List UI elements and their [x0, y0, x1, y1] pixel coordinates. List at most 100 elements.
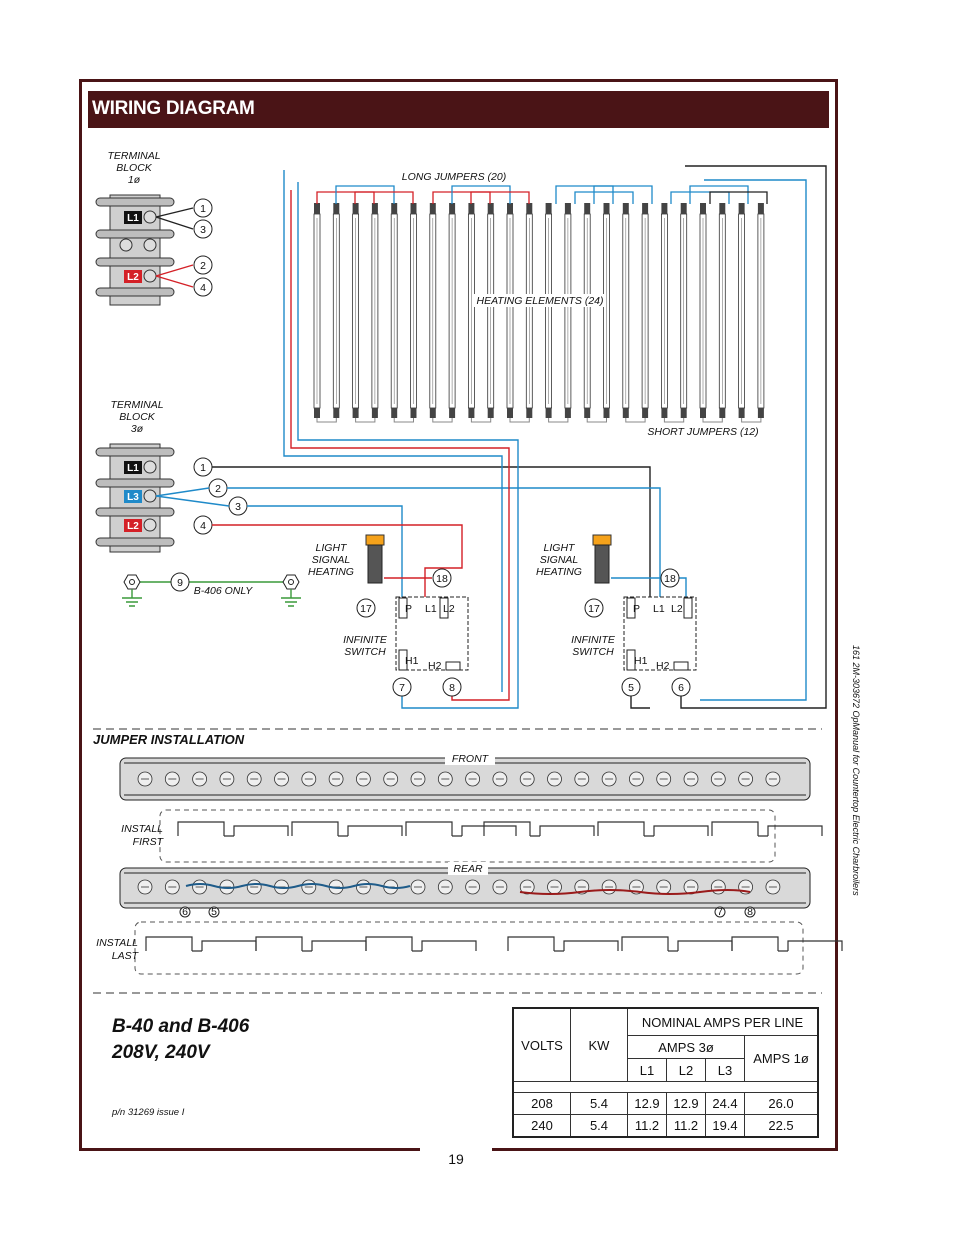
- cell-r1-l1: 11.2: [627, 1114, 667, 1138]
- tb1-num-1: 1: [200, 203, 206, 215]
- th-amps3: AMPS 3ø: [627, 1035, 745, 1059]
- heating-element: [564, 203, 572, 418]
- sw-right-17: 17: [588, 603, 600, 615]
- left-switch-group: LIGHT SIGNAL HEATING P L1 L2 H1 H2 18 17…: [308, 534, 469, 697]
- install-first-box: INSTALL FIRST: [121, 809, 823, 863]
- sw-right-6: 6: [678, 682, 684, 694]
- cell-r1-volts: 240: [512, 1114, 571, 1138]
- title-bar: WIRING DIAGRAM: [88, 91, 829, 128]
- sw-right-P: P: [633, 603, 640, 615]
- sw-right-5: 5: [628, 682, 634, 694]
- heating-element: [603, 203, 610, 418]
- heating-element: [410, 203, 417, 418]
- heating-element: [371, 203, 379, 418]
- heating-element: [661, 203, 668, 418]
- heating-element: [757, 203, 765, 418]
- part-number: p/n 31269 issue I: [112, 1107, 185, 1118]
- ls-right-2: SIGNAL: [540, 554, 579, 566]
- heating-element: [390, 203, 398, 418]
- cell-r0-volts: 208: [512, 1092, 571, 1115]
- th-volts: VOLTS: [512, 1007, 571, 1082]
- heating-element: [487, 203, 495, 418]
- amps-table: VOLTS KW NOMINAL AMPS PER LINE AMPS 3ø A…: [512, 1007, 819, 1138]
- tb1-label-3: 1ø: [128, 174, 141, 186]
- heating-element: [506, 203, 514, 418]
- ground-num-9: 9: [177, 577, 183, 589]
- sw-right-18: 18: [664, 573, 676, 585]
- heating-element: [583, 203, 591, 418]
- is-right-2: SWITCH: [572, 646, 614, 658]
- sw-left-H1: H1: [405, 655, 419, 667]
- sw-left-17: 17: [360, 603, 372, 615]
- wires: [140, 165, 827, 709]
- ls-right-3: HEATING: [536, 566, 582, 578]
- tb3-L2: L2: [127, 521, 139, 532]
- tb1-num-4: 4: [200, 282, 206, 294]
- tb3-label-3: 3ø: [131, 423, 144, 435]
- tb3-num-2: 2: [215, 483, 221, 495]
- b406-only-label: B-406 ONLY: [194, 585, 254, 597]
- tb1-label-2: BLOCK: [116, 162, 153, 174]
- right-switch-group: LIGHT SIGNAL HEATING P L1 L2 H1 H2 18 17…: [536, 534, 697, 697]
- tb3-label-1: TERMINAL: [110, 399, 163, 411]
- sw-left-18: 18: [436, 573, 448, 585]
- tb1-label-1: TERMINAL: [107, 150, 160, 162]
- sw-right-L1: L1: [653, 603, 665, 615]
- heating-element: [525, 203, 533, 418]
- rear-marker-6: 6: [182, 906, 188, 918]
- cell-r0-amps1: 26.0: [744, 1092, 819, 1115]
- sw-left-P: P: [405, 603, 412, 615]
- heating-element: [332, 203, 340, 418]
- heating-elements: [313, 203, 765, 423]
- page-number-gap: [420, 1145, 492, 1159]
- sw-left-H2: H2: [428, 660, 442, 672]
- tb3-L3: L3: [127, 492, 139, 503]
- jumper-installation-title: JUMPER INSTALLATION: [93, 732, 245, 747]
- install-last-box: INSTALL LAST: [96, 921, 843, 975]
- heating-element: [641, 203, 649, 418]
- ls-left-2: SIGNAL: [312, 554, 351, 566]
- model-title: B-40 and B-406: [112, 1016, 250, 1037]
- front-rail: FRONT: [119, 752, 811, 801]
- sw-right-H1: H1: [634, 655, 648, 667]
- tb1-L2: L2: [127, 272, 139, 283]
- rear-marker-8: 8: [747, 906, 753, 918]
- ls-left-3: HEATING: [308, 566, 354, 578]
- cell-r0-kw: 5.4: [570, 1092, 628, 1115]
- terminal-block-1ph: TERMINAL BLOCK 1ø L1 L2 1 3 2 4: [95, 150, 213, 306]
- cell-r1-l3: 19.4: [705, 1114, 745, 1138]
- side-manual-text: 161 2M-303672 OpManual for Countertop El…: [851, 645, 861, 896]
- rear-label: REAR: [453, 863, 483, 875]
- long-jumpers: [316, 185, 768, 204]
- is-right-1: INFINITE: [571, 634, 616, 646]
- tb1-num-3: 3: [200, 224, 206, 236]
- sw-left-8: 8: [449, 682, 455, 694]
- tb3-num-4: 4: [200, 520, 206, 532]
- rear-marker-7: 7: [717, 906, 723, 918]
- install-last-1: INSTALL: [96, 937, 138, 949]
- th-l1: L1: [627, 1058, 667, 1082]
- tb1-num-2: 2: [200, 260, 206, 272]
- short-jumpers-label: SHORT JUMPERS (12): [647, 426, 758, 438]
- th-l3: L3: [705, 1058, 745, 1082]
- tb3-num-3: 3: [235, 501, 241, 513]
- heating-element: [622, 203, 630, 418]
- cell-r1-l2: 11.2: [666, 1114, 706, 1138]
- tb3-label-2: BLOCK: [119, 411, 156, 423]
- sw-left-L2: L2: [443, 603, 455, 615]
- th-l2: L2: [666, 1058, 706, 1082]
- long-jumpers-label: LONG JUMPERS (20): [402, 171, 506, 183]
- th-amps1: AMPS 1ø: [744, 1035, 819, 1082]
- heating-element: [680, 203, 688, 418]
- install-first-1: INSTALL: [121, 823, 163, 835]
- front-label: FRONT: [452, 753, 490, 765]
- th-nominal: NOMINAL AMPS PER LINE: [627, 1007, 819, 1036]
- page-title: WIRING DIAGRAM: [92, 98, 255, 119]
- heating-element: [352, 203, 360, 418]
- install-last-2: LAST: [112, 950, 140, 962]
- heating-element: [313, 203, 321, 418]
- tb3-num-1: 1: [200, 462, 206, 474]
- cell-r1-amps1: 22.5: [744, 1114, 819, 1138]
- rear-marker-5: 5: [211, 906, 217, 918]
